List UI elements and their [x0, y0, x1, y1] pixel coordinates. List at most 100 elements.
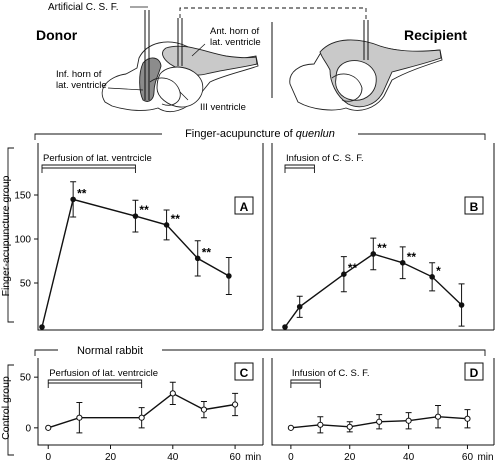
inf-horn-label-1: Inf. horn of	[56, 69, 102, 80]
panel-A-point-2	[132, 213, 139, 219]
panel-B-point-5	[429, 274, 435, 280]
panel-B-axes	[271, 143, 494, 331]
panel-B-sig-3: **	[377, 241, 387, 255]
panel-B-sig-2: **	[348, 261, 358, 275]
recipient-third-ventricle	[335, 60, 377, 101]
panel-D-xtick-label-1: 20	[344, 452, 356, 463]
panel-A-ytick-label-0: 50	[20, 279, 32, 290]
panel-D-axes	[271, 358, 494, 446]
inf-horn-label-2: lat. ventricle	[56, 80, 107, 91]
panel-D-xunit: min	[477, 452, 493, 463]
top-ylabel-bracket	[7, 147, 14, 323]
panel-B-label: B	[470, 200, 479, 214]
panel-C-treatment-bar	[47, 379, 143, 388]
bottom-row-title: Normal rabbit	[77, 345, 143, 357]
panel-D-xtick-label-3: 60	[462, 452, 474, 463]
panel-A-point-1	[70, 196, 76, 203]
leader-third-ventricle	[179, 91, 189, 101]
top-row-title-italic: quenlun	[296, 128, 335, 140]
panel-A-sig-3: **	[171, 212, 181, 226]
panel-C-xtick-label-2: 40	[167, 452, 179, 463]
panel-B-treatment-bar	[284, 164, 315, 173]
panel-B-point-1	[296, 303, 303, 310]
panel-D-point-2	[346, 423, 353, 430]
panel-D-point-6	[464, 415, 471, 422]
brain-schematic: Donor Recipient Artificial C. S. F. Ant.…	[36, 2, 467, 113]
panel-C-annotation: Perfusion of lat. ventrcicle	[49, 368, 158, 379]
panel-A-sig-1: **	[77, 186, 87, 200]
panel-B-point-6	[458, 302, 465, 308]
panel-B-annotation: Infusion of C. S. F.	[286, 153, 364, 164]
panel-B-point-2	[341, 271, 347, 278]
panel-C-point-0	[45, 424, 52, 431]
panel-A-treatment-bar	[41, 164, 136, 173]
panel-C-point-5	[231, 401, 239, 408]
panel-A-point-4	[194, 255, 201, 262]
bottom-row-bracket	[34, 349, 486, 356]
panel-C-series-line	[47, 392, 236, 429]
donor-ant-horn	[162, 45, 258, 76]
ant-horn-label-1: Ant. horn of	[210, 26, 259, 37]
panel-C-ytick-label-0: 0	[25, 423, 31, 434]
panel-C-axes	[37, 358, 263, 446]
panel-C-point-3	[169, 390, 176, 397]
recipient-thalamus	[331, 73, 363, 102]
panel-A-axes	[37, 143, 263, 331]
panel-A-point-3	[163, 222, 170, 228]
panel-C-label: C	[240, 366, 249, 380]
panel-D-annotation: Infusion of C. S. F.	[292, 368, 370, 379]
panel-A-series-line	[41, 198, 230, 328]
top-row-title: Finger-acupuncture of quenlun	[185, 128, 335, 140]
panel-D-point-1	[317, 421, 324, 428]
panel-A-annotation: Perfusion of lat. ventrcicle	[43, 153, 152, 164]
bottom-ylabel-bracket	[7, 364, 14, 456]
panel-C-xtick-label-3: 60	[230, 452, 242, 463]
panel-B-sig-4: **	[407, 250, 417, 264]
panel-B-point-4	[399, 259, 406, 266]
panel-D-point-4	[405, 417, 412, 424]
leader-ant-horn	[191, 43, 206, 57]
panel-C-xtick-label-1: 20	[105, 452, 117, 463]
panel-A-label: A	[240, 200, 249, 214]
panel-B: Infusion of C. S. F.B*******	[271, 143, 495, 331]
recipient-label: Recipient	[404, 27, 467, 43]
transfer-connector	[179, 7, 367, 20]
panel-D-xtick-label-0: 0	[288, 452, 294, 463]
panel-A-label-box	[234, 196, 254, 215]
donor-label: Donor	[36, 27, 78, 43]
top-row-title-knockout	[162, 126, 358, 140]
panel-B-label-box	[464, 196, 484, 215]
bottom-row-title-knockout	[58, 343, 162, 357]
panel-A-ytick-label-1: 100	[14, 235, 31, 246]
donor-third-ventricle	[156, 66, 204, 108]
panel-D-xtick-label-2: 40	[403, 452, 415, 463]
panel-C-xunit: min	[245, 452, 261, 463]
panel-A-sig-4: **	[202, 245, 212, 259]
artificial-csf-label: Artificial C. S. F.	[48, 2, 119, 13]
top-row-title-prefix: Finger-acupuncture of	[185, 128, 296, 140]
top-ylabel: Finger-acupuncture group	[0, 175, 12, 296]
panel-A-sig-2: **	[139, 203, 149, 217]
panel-C-point-1	[76, 414, 83, 421]
panel-A-point-5	[226, 273, 232, 279]
panel-C-xtick-label-0: 0	[45, 452, 51, 463]
panel-B-point-3	[370, 251, 377, 257]
panel-D-point-0	[287, 424, 294, 431]
panel-C-point-4	[200, 406, 208, 413]
panel-D-treatment-bar	[290, 379, 321, 388]
panel-B-sig-5: *	[436, 264, 441, 278]
bottom-ylabel: Control group	[0, 376, 12, 440]
panel-D-label-box	[464, 362, 484, 381]
ant-horn-label-2: lat. ventricle	[210, 37, 261, 48]
panel-C-ytick-label-1: 50	[20, 373, 32, 384]
panel-D-point-5	[434, 413, 442, 420]
panel-B-point-0	[282, 324, 288, 330]
panel-A-point-0	[39, 324, 45, 330]
panel-D-point-3	[376, 418, 383, 425]
panel-D-label: D	[470, 366, 479, 380]
